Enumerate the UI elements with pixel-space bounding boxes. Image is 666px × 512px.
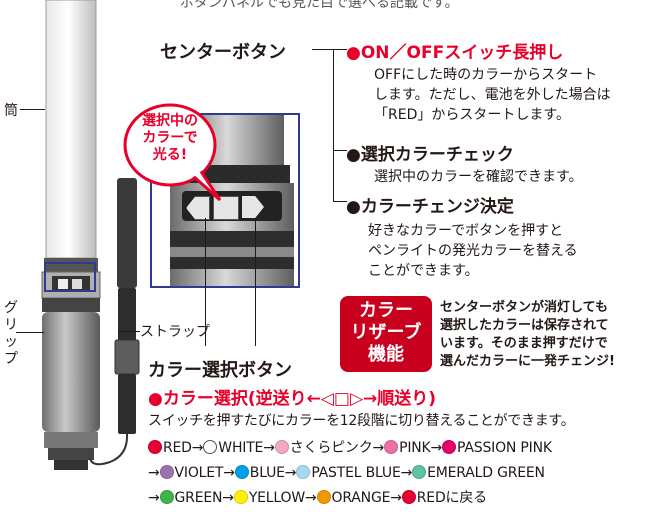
sequence-arrow: →: [400, 465, 413, 481]
center-leader-v: [333, 49, 334, 202]
color-sequence-label: WHITE: [218, 440, 264, 456]
reserve-text-3: います。そのまま押すだけで: [440, 336, 608, 351]
sequence-arrow: →: [223, 465, 235, 481]
color-sequence-item: WHITE: [203, 440, 263, 456]
color-sequence-item: ORANGE: [316, 490, 391, 506]
sequence-arrow: →: [222, 490, 234, 506]
tube-leader: [20, 109, 45, 110]
color-dot-icon: [234, 465, 249, 479]
color-sequence-item: PASTEL BLUE: [296, 465, 401, 481]
color-sequence-item: VIOLET: [159, 465, 224, 481]
feature-onoff-title-text: ●ON／OFFスイッチ長押し: [346, 43, 564, 63]
sequence-arrow: →: [191, 440, 204, 456]
top-partial-text: ボタンパネルでも見た目で選べる記載です。: [180, 0, 459, 11]
color-dot-icon: [401, 490, 416, 504]
center-button-label: センターボタン: [160, 42, 286, 63]
color-dot-icon: [296, 465, 311, 479]
color-dot-icon: [412, 465, 427, 479]
color-sequence-label: EMERALD GREEN: [427, 465, 545, 481]
badge-line-3: 機能: [368, 344, 404, 365]
center-leader-to-feature2: [333, 150, 347, 151]
feature-change-desc-2: ペンライトの発光カラーを替える: [368, 243, 578, 259]
color-sequence-row: →VIOLET→BLUE→PASTEL BLUE→EMERALD GREEN: [148, 461, 658, 486]
feature-change-desc-3: ことができます。: [368, 263, 479, 279]
sequence-arrow: →: [284, 465, 297, 481]
feature-change-title: ●カラーチェンジ決定: [346, 197, 514, 217]
color-sequence-label: PINK: [399, 440, 431, 456]
reserve-text-1: センターボタンが消灯しても: [440, 300, 608, 315]
color-dot-icon: [442, 440, 457, 454]
color-dot-icon: [233, 490, 248, 504]
color-sequence-label: RED: [163, 440, 192, 456]
color-dot-icon: [159, 490, 174, 504]
sequence-arrow: →: [148, 490, 160, 506]
sequence-arrow: →: [304, 490, 317, 506]
penlight-illustration: [41, 0, 140, 470]
color-sequence-item: YELLOW: [233, 490, 305, 506]
feature-check-desc-1: 選択中のカラーを確認できます。: [374, 169, 583, 185]
color-dot-icon: [316, 490, 331, 504]
badge-line-1: カラー: [359, 300, 413, 321]
reserve-text-2: 選択したカラーは保存されて: [440, 318, 609, 333]
color-sequence-label: ORANGE: [331, 490, 391, 506]
sequence-arrow: →: [372, 440, 385, 456]
center-button[interactable]: [213, 196, 239, 220]
sequence-arrow: →: [430, 440, 443, 456]
color-dot-icon: [384, 440, 399, 454]
color-dot-icon: [274, 440, 289, 454]
color-sequence-label: REDに戻る: [416, 490, 487, 506]
tube-label: 筒: [4, 103, 18, 119]
color-select-desc: スイッチを押すたびにカラーを12段階に切り替えることができます。: [148, 413, 575, 429]
color-sequence: RED→WHITE→さくらピンク→PINK→PASSION PINK→VIOLE…: [148, 436, 658, 511]
color-sequence-label: BLUE: [249, 465, 285, 481]
color-dot-icon: [148, 440, 162, 454]
sequence-arrow: →: [390, 490, 402, 506]
color-sequence-label: PASTEL BLUE: [311, 465, 401, 481]
sequence-arrow: →: [263, 440, 275, 456]
forward-button[interactable]: [242, 196, 264, 218]
color-sequence-label: さくらピンク: [289, 440, 373, 456]
feature-check-title: ●選択カラーチェック: [346, 145, 514, 165]
feature-change-desc-1: 好きなカラーでボタンを押すと: [368, 223, 564, 239]
color-sequence-item: RED: [148, 440, 192, 456]
grip-leader: [16, 332, 44, 333]
color-select-title: ●カラー選択(逆送り←◁□▷→順送り): [148, 389, 437, 409]
color-sequence-item: EMERALD GREEN: [412, 465, 545, 481]
bubble-text: 選択中のカラーで光る!: [142, 113, 198, 163]
color-sequence-item: BLUE: [234, 465, 285, 481]
color-sequence-label: VIOLET: [174, 465, 224, 481]
feature-onoff-desc-1: OFFにした時のカラーからスタート: [374, 67, 598, 83]
color-dot-icon: [203, 440, 218, 454]
color-dot-icon: [159, 465, 174, 479]
feature-onoff-desc-2: します。ただし、電池を外した場合は: [374, 87, 611, 103]
grip-highlight-frame: [44, 262, 96, 292]
color-sequence-label: GREEN: [174, 490, 223, 506]
center-leader-to-feature1: [333, 49, 347, 50]
grip-label: グリップ: [4, 300, 18, 367]
color-sequence-row: →GREEN→YELLOW→ORANGE→REDに戻る: [148, 486, 658, 511]
color-select-button-label: カラー選択ボタン: [148, 360, 292, 381]
strap-leader: [118, 331, 140, 332]
color-sequence-item: さくらピンク: [274, 440, 373, 456]
color-sequence-item: GREEN: [159, 490, 223, 506]
select-leader-right: [255, 218, 256, 346]
color-sequence-row: RED→WHITE→さくらピンク→PINK→PASSION PINK: [148, 436, 658, 461]
color-sequence-item: PINK: [384, 440, 431, 456]
color-sequence-label: PASSION PINK: [457, 440, 552, 456]
sequence-arrow: →: [148, 465, 160, 481]
strap-label: ストラップ: [140, 324, 210, 340]
color-reserve-badge: カラー リザーブ 機能: [340, 296, 432, 372]
center-leader-h: [312, 49, 334, 50]
feature-onoff-title: ●ON／OFFスイッチ長押し: [346, 38, 563, 63]
feature-onoff-desc-3: 「RED」からスタートします。: [374, 107, 570, 123]
reserve-text-4: 選んだカラーに一発チェンジ!: [440, 354, 615, 369]
select-leader-left: [205, 218, 206, 346]
color-sequence-item: REDに戻る: [401, 490, 487, 506]
speech-bubble: [123, 103, 222, 202]
color-sequence-label: YELLOW: [248, 490, 305, 506]
badge-line-2: リザーブ: [350, 322, 422, 343]
center-leader-to-feature3: [333, 201, 347, 202]
color-sequence-item: PASSION PINK: [442, 440, 552, 456]
